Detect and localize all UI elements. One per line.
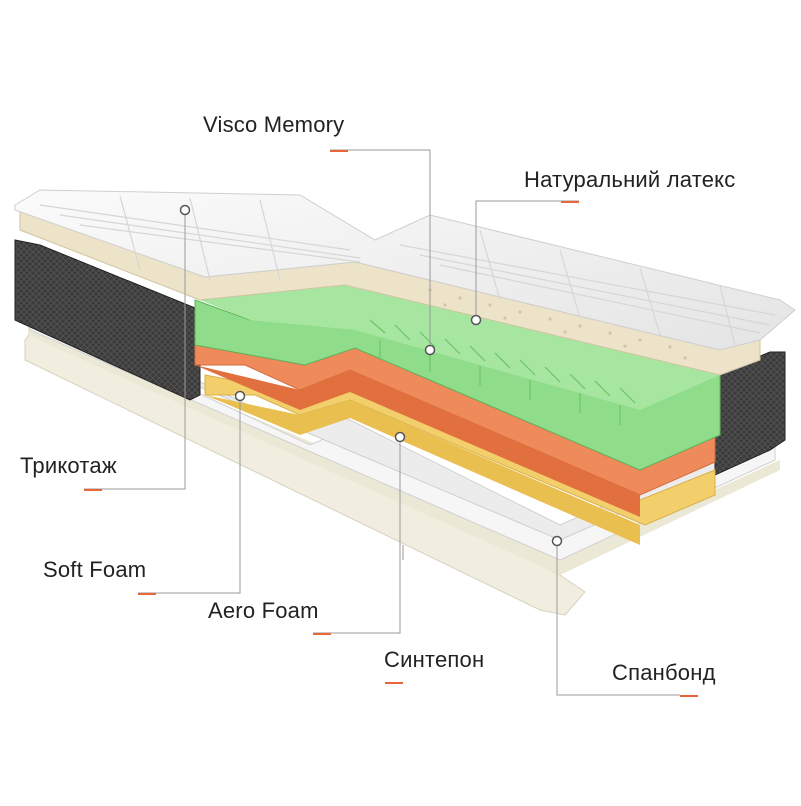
marker-dot-visco-memory: [424, 344, 436, 356]
label-soft-foam: Soft Foam: [43, 557, 147, 582]
label-visco-memory: Visco Memory: [203, 112, 345, 137]
label-spunbond: Спанбонд: [612, 660, 716, 685]
latex-pores: [428, 288, 687, 360]
marker-dot-natural-latex: [470, 314, 482, 326]
tick-knit: [84, 489, 102, 491]
visco-memory-ridges: [369, 319, 636, 425]
tick-natural-latex: [561, 201, 579, 203]
marker-dot-soft-foam: [234, 390, 246, 402]
marker-dot-spunbond: [551, 535, 563, 547]
tick-aero-foam: [313, 633, 331, 635]
tick-synthepon: [385, 682, 403, 684]
tick-spunbond: [680, 695, 698, 697]
label-natural-latex: Натуральний латекс: [524, 167, 736, 192]
knit-panel-left-shape: [14, 239, 201, 401]
marker-dot-aero-foam: [394, 431, 406, 443]
visco-memory-top-shape: [200, 285, 720, 410]
aero-foam-front-shape: [205, 395, 640, 545]
leader-line-visco-memory: [330, 149, 431, 350]
tick-soft-foam: [138, 593, 156, 595]
leader-line-knit: [84, 210, 186, 490]
label-aero-foam: Aero Foam: [208, 598, 319, 623]
cover-quilt-lines: [39, 195, 776, 346]
marker-dot-knit: [179, 204, 191, 216]
leader-line-aero-foam: [313, 437, 401, 634]
leader-line-spunbond: [556, 541, 680, 696]
leader-line-natural-latex: [475, 200, 579, 320]
label-knit: Трикотаж: [20, 453, 117, 478]
leader-line-soft-foam: [138, 396, 241, 594]
label-synthepon: Синтепон: [384, 647, 485, 672]
tick-visco-memory: [330, 150, 348, 152]
soft-foam-front-shape: [195, 365, 640, 517]
